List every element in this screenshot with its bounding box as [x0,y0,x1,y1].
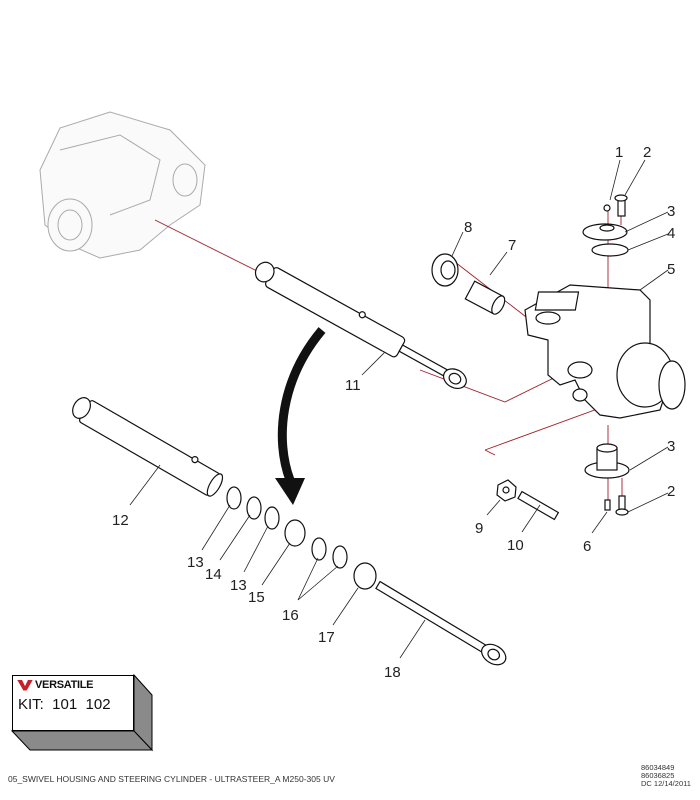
callout-10: 10 [507,537,524,554]
diagram-title: 05_SWIVEL HOUSING AND STEERING CYLINDER … [8,774,335,784]
versatile-logo: VERSATILE [17,679,94,691]
callout-7: 7 [508,237,516,254]
callout-6: 6 [583,538,591,555]
steering-cylinder-11 [254,261,467,390]
nut-and-stud [496,479,560,521]
callout-5: 5 [667,261,675,278]
callout-2b: 2 [667,483,675,500]
curved-arrow [275,327,326,505]
kit-numbers: KIT: 101 102 [18,696,111,713]
kit-info-box: VERSATILE KIT: 101 102 [12,675,152,750]
kit-box-front: VERSATILE KIT: 101 102 [12,675,134,731]
callout-18: 18 [384,664,401,681]
callout-13b: 13 [230,577,247,594]
callout-12: 12 [112,512,129,529]
callout-3: 3 [667,203,675,220]
callout-3b: 3 [667,438,675,455]
seal-rings [226,486,377,590]
part-code: 86034849 [641,763,675,772]
callout-labels: 1 2 3 4 5 8 7 11 12 13 14 13 15 16 17 18… [112,144,675,681]
callout-8: 8 [464,219,472,236]
brand-name: VERSATILE [35,679,94,691]
king-pin-caps [582,194,630,516]
callout-1: 1 [615,144,623,161]
axle-housing-ghost [39,111,206,259]
callout-16: 16 [282,607,299,624]
part-code: 86036825 [641,771,675,780]
revision-date: DC 12/14/2011 [641,779,691,788]
callout-14: 14 [205,566,222,583]
callout-15: 15 [248,589,265,606]
callout-11: 11 [345,377,361,394]
callout-17: 17 [318,629,335,646]
versatile-logo-icon [17,679,33,691]
diagram-codes: 86034849 86036825 DC 12/14/2011 [641,764,691,788]
callout-9: 9 [475,520,483,537]
callout-13: 13 [187,554,204,571]
piston-rod-18 [375,580,507,666]
callout-4: 4 [667,225,675,242]
bushings [431,253,506,315]
callout-leaders [129,159,669,659]
swivel-housing-5 [524,284,686,419]
callout-2: 2 [643,144,651,161]
kit-box-sides [10,673,154,752]
cylinder-barrel-12 [72,397,224,497]
